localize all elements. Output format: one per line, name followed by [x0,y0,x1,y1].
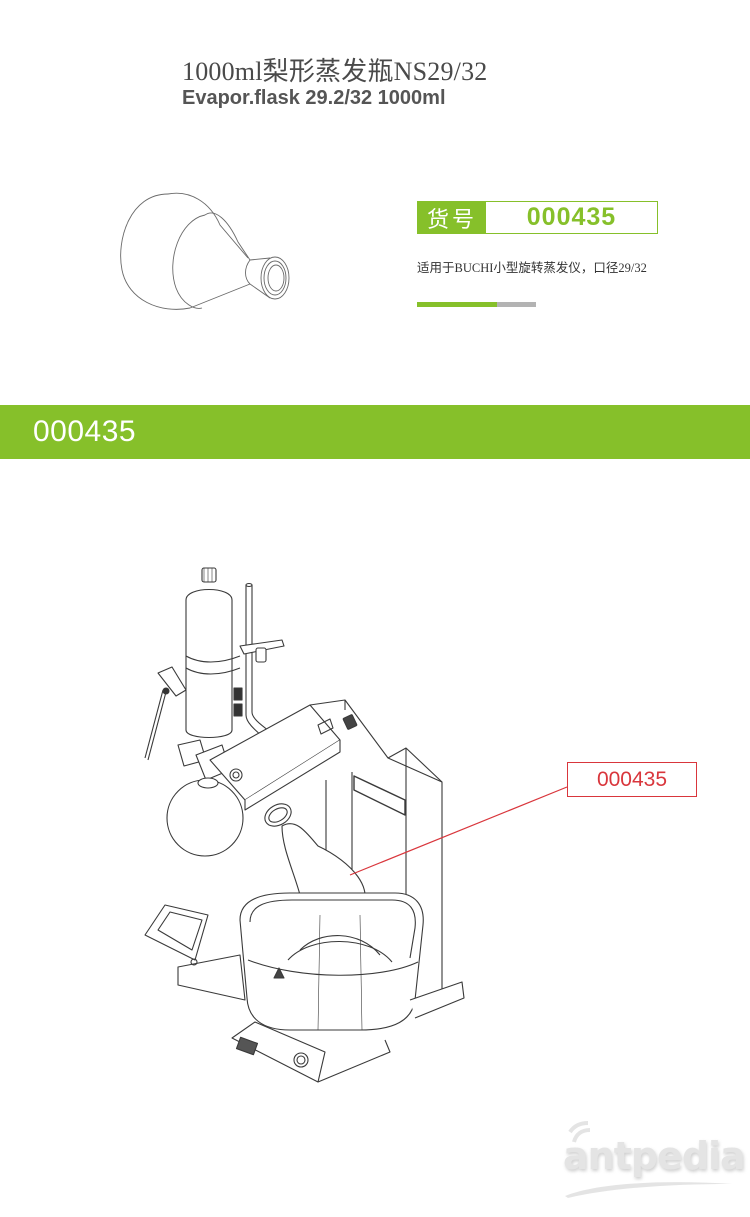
rotary-evaporator-illustration [130,560,610,1100]
diagram-callout-label: 000435 [567,762,697,797]
decorative-progress-bar [417,302,536,307]
item-number-label: 货号 [418,202,486,233]
signal-waves-icon [568,1121,591,1143]
callout-code: 000435 [596,767,668,791]
progress-remainder [497,302,536,307]
watermark-swoosh [565,1182,732,1198]
antpedia-watermark-logo: antpedia [560,1120,746,1200]
item-number-badge: 货号 000435 [417,201,658,234]
section-banner: 000435 [0,405,750,459]
watermark-text: antpedia [563,1134,746,1178]
product-title-english: Evapor.flask 29.2/32 1000ml [182,87,446,109]
progress-fill [417,302,497,307]
product-description: 适用于BUCHI小型旋转蒸发仪，口径29/32 [417,261,647,275]
pear-shaped-flask-illustration [110,180,300,330]
product-title-chinese: 1000ml梨形蒸发瓶NS29/32 [182,57,488,86]
section-banner-code: 000435 [33,415,137,448]
item-number-value: 000435 [526,203,617,231]
